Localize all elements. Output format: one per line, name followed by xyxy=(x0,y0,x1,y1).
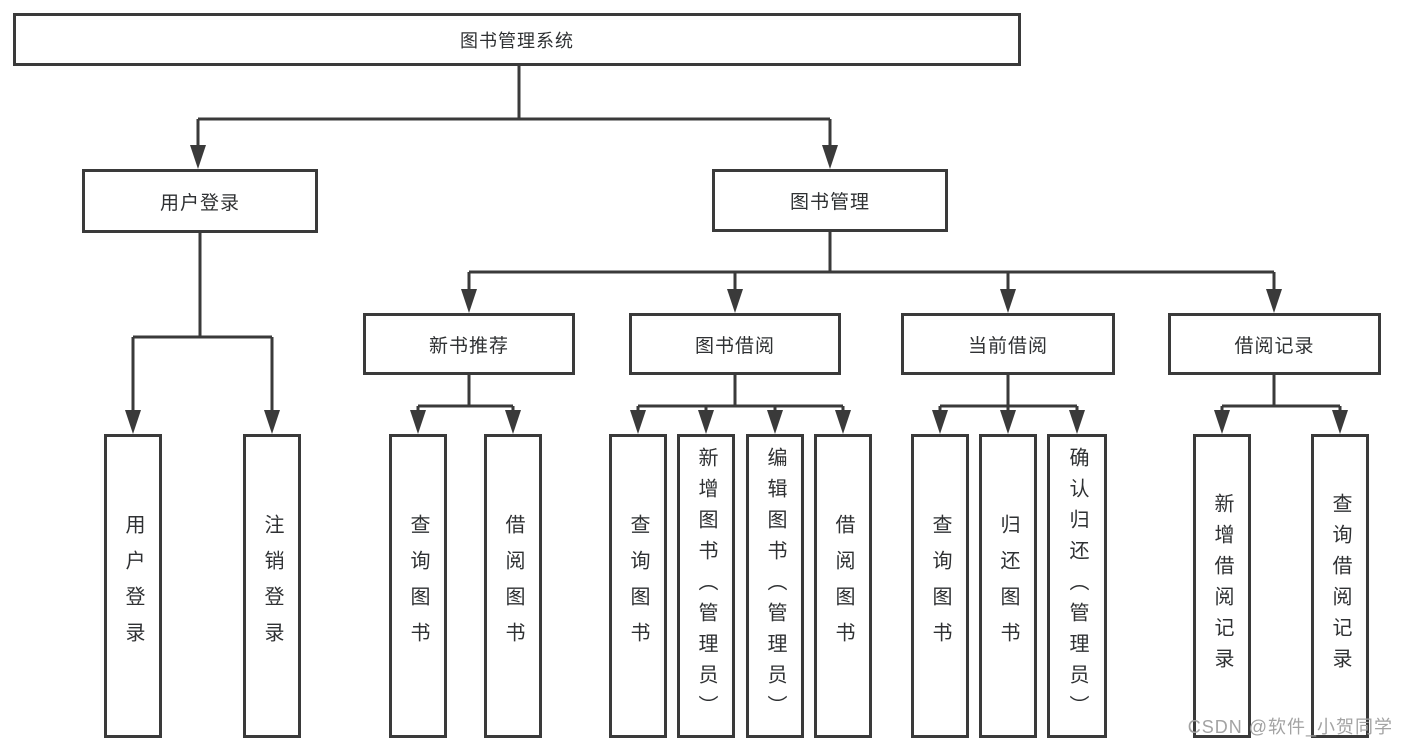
node-label: 编辑图书（管理员） xyxy=(764,446,786,726)
leaf-query-books-recommend: 查询图书 xyxy=(389,434,447,738)
node-label: 借阅图书 xyxy=(502,514,524,658)
watermark-text: CSDN @软件_小贺同学 xyxy=(1187,717,1393,737)
node-label: 用户登录 xyxy=(122,514,144,658)
node-user-login: 用户登录 xyxy=(82,169,318,233)
node-label: 新增借阅记录 xyxy=(1211,493,1233,679)
leaf-logout-login: 注销登录 xyxy=(243,434,301,738)
leaf-user-login: 用户登录 xyxy=(104,434,162,738)
node-label: 查询图书 xyxy=(627,514,649,658)
leaf-borrow-books-borrowing: 借阅图书 xyxy=(814,434,872,738)
leaf-add-borrow-record: 新增借阅记录 xyxy=(1193,434,1251,738)
node-current-borrowing: 当前借阅 xyxy=(901,313,1115,375)
node-label: 图书管理系统 xyxy=(460,30,574,51)
node-label: 查询借阅记录 xyxy=(1329,493,1351,679)
node-label: 借阅记录 xyxy=(1234,335,1315,357)
node-label: 用户登录 xyxy=(159,192,240,214)
leaf-edit-books-admin: 编辑图书（管理员） xyxy=(746,434,804,738)
leaf-add-books-admin: 新增图书（管理员） xyxy=(677,434,735,738)
leaf-query-borrow-record: 查询借阅记录 xyxy=(1311,434,1369,738)
leaf-return-books: 归还图书 xyxy=(979,434,1037,738)
leaf-query-books-borrowing: 查询图书 xyxy=(609,434,667,738)
leaf-query-books-current: 查询图书 xyxy=(911,434,969,738)
node-book-management: 图书管理 xyxy=(712,169,948,232)
node-label: 新书推荐 xyxy=(428,335,509,357)
leaf-confirm-return-admin: 确认归还（管理员） xyxy=(1047,434,1107,738)
node-label: 查询图书 xyxy=(929,514,951,658)
node-label: 图书借阅 xyxy=(694,335,775,357)
node-label: 确认归还（管理员） xyxy=(1066,446,1088,726)
node-label: 当前借阅 xyxy=(967,335,1048,357)
node-library-management-system: 图书管理系统 xyxy=(13,13,1021,66)
node-book-borrowing: 图书借阅 xyxy=(629,313,841,375)
node-label: 图书管理 xyxy=(789,192,870,213)
node-label: 借阅图书 xyxy=(832,514,854,658)
node-borrowing-records: 借阅记录 xyxy=(1168,313,1381,375)
node-label: 新增图书（管理员） xyxy=(695,446,717,726)
node-label: 查询图书 xyxy=(407,514,429,658)
node-new-book-recommendation: 新书推荐 xyxy=(363,313,575,375)
node-label: 归还图书 xyxy=(997,514,1019,658)
node-label: 注销登录 xyxy=(261,514,283,658)
leaf-borrow-books-recommend: 借阅图书 xyxy=(484,434,542,738)
